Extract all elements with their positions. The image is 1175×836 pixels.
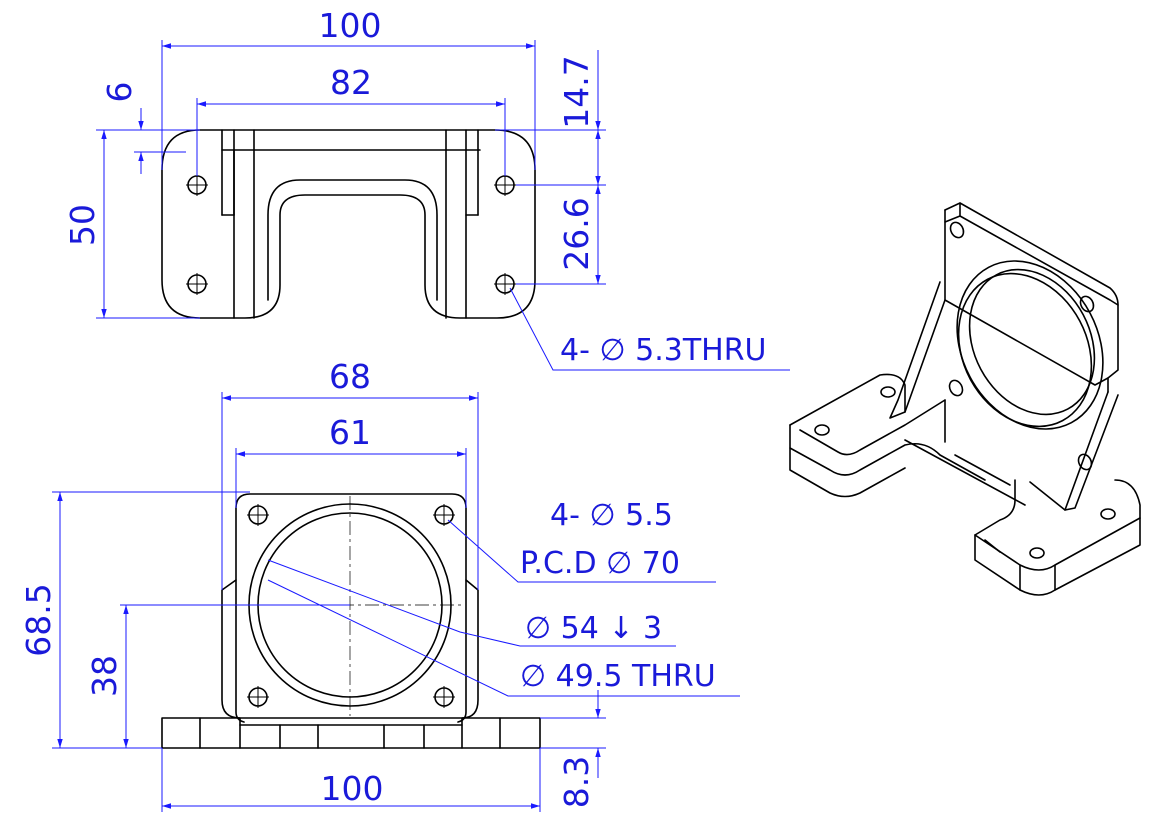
top-view-slot: [267, 179, 438, 301]
front-hole-note-2: P.C.D ∅ 70: [520, 546, 680, 581]
front-base-divisions: [199, 717, 501, 749]
front-counterbore-note: ∅ 54 ↓ 3: [525, 611, 662, 646]
front-view: 68 61 68.5 38 100 8.3 4- ∅ 5.5 P.C.D ∅ 7…: [19, 357, 740, 812]
dim-front-base-width: 100: [321, 769, 384, 808]
dim-top-hole-spacing: 82: [330, 63, 372, 102]
top-hole-note: 4- ∅ 5.3THRU: [560, 333, 767, 368]
front-base: [161, 717, 541, 749]
front-view-dimensions: [52, 392, 740, 812]
front-hole-note-1: 4- ∅ 5.5: [550, 498, 673, 533]
top-view-outline: [161, 129, 536, 319]
dim-top-height: 50: [63, 204, 102, 246]
top-view-ribs: [221, 129, 481, 319]
front-view-holes: [247, 504, 455, 708]
dim-top-hole-spacing-y: 26.6: [557, 197, 596, 270]
top-view: 100 82 6 50 14.7 26.6 4- ∅ 5.3THRU: [63, 6, 790, 371]
isometric-view: [789, 202, 1141, 596]
front-thru-note: ∅ 49.5 THRU: [520, 659, 716, 694]
dim-top-edge-offset: 6: [100, 82, 139, 103]
top-view-dimensions: [96, 40, 790, 371]
dim-top-width: 100: [319, 6, 382, 45]
dim-front-base-thickness: 8.3: [557, 756, 596, 808]
dim-front-hole-spacing: 61: [329, 413, 371, 452]
dim-front-center-height: 38: [85, 655, 124, 697]
front-flange-inner: [235, 579, 467, 723]
dim-top-right-top: 14.7: [557, 55, 596, 128]
dim-front-flange-width: 68: [329, 357, 371, 396]
dim-front-total-height: 68.5: [19, 583, 58, 656]
